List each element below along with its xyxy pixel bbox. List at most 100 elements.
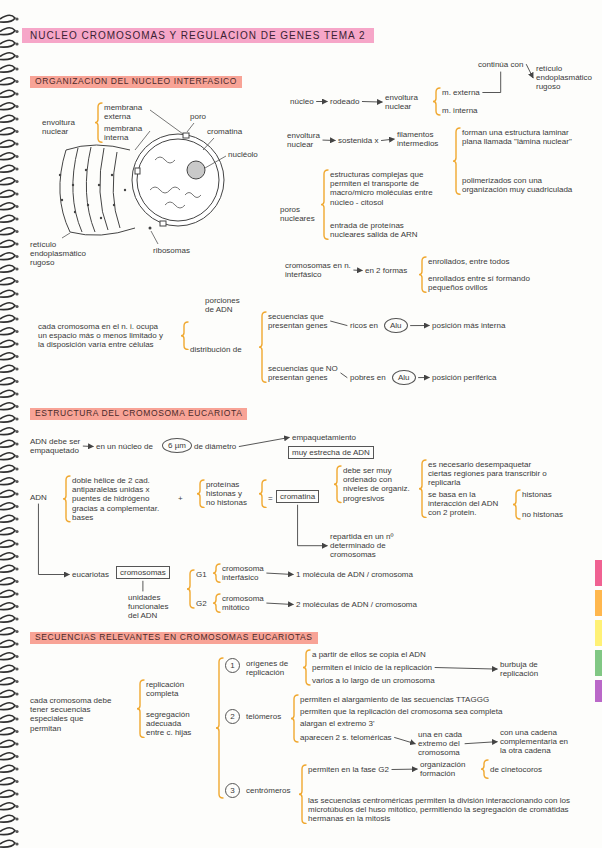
- spiral-loop: [0, 128, 15, 135]
- circled-value: 6 µm: [162, 438, 192, 453]
- spiral-loop: [0, 453, 15, 460]
- page-tab: [595, 650, 602, 676]
- curly-brace: [63, 476, 70, 522]
- spiral-loop: [0, 278, 15, 285]
- note-text: +: [178, 494, 183, 503]
- spiral-loop: [0, 653, 15, 660]
- arrow-line: [354, 270, 362, 271]
- spiral-loop: [0, 415, 15, 422]
- spiral-loop: [0, 565, 15, 572]
- binding-hole: [15, 67, 18, 70]
- node-text: 3: [226, 784, 239, 797]
- binding-hole: [15, 667, 18, 670]
- note-text: porciones de ADN: [205, 296, 245, 314]
- binding-hole: [15, 592, 18, 595]
- spiral-loop: [0, 303, 15, 310]
- arrow-line: [435, 668, 497, 670]
- note-text: posición periférica: [432, 373, 496, 382]
- spiral-loop: [0, 178, 15, 185]
- note-text: se basa en la interacción del ADN con 2 …: [428, 490, 508, 518]
- spiral-loop: [0, 140, 15, 147]
- arrow-line: [392, 769, 417, 770]
- note-text: unidades funcionales del ADN: [128, 593, 180, 621]
- page-tab: [595, 620, 602, 646]
- spiral-binding: [0, 15, 19, 847]
- note-text: posición más interna: [432, 321, 505, 330]
- spiral-loop: [0, 690, 15, 697]
- nuclear-pore: [160, 221, 166, 226]
- callout-number: 3: [225, 783, 240, 798]
- note-text: cada cromosoma en el n. i. ocupa un espa…: [38, 322, 168, 350]
- arrow-line: [483, 72, 501, 93]
- spiral-loop: [0, 340, 15, 347]
- page-tab: [595, 590, 602, 616]
- note-text: organización formación: [420, 760, 468, 778]
- spiral-loop: [0, 803, 15, 810]
- binding-hole: [15, 605, 18, 608]
- spiral-loop: [0, 403, 15, 410]
- arrow-line: [411, 325, 429, 326]
- spiral-loop: [0, 253, 15, 260]
- note-text: telómeros: [246, 712, 281, 721]
- note-text: de diámetro: [194, 442, 236, 451]
- binding-hole: [15, 530, 18, 533]
- binding-hole: [15, 567, 18, 570]
- er-membrane: [100, 148, 108, 230]
- binding-hole: [15, 380, 18, 383]
- marked-word: Alu: [392, 370, 416, 385]
- ribosomes: [59, 169, 152, 230]
- binding-hole: [15, 692, 18, 695]
- note-text: burbuja de replicación: [500, 660, 555, 678]
- page-tabs: [595, 560, 602, 702]
- arrow-line: [331, 321, 347, 325]
- spiral-loop: [0, 665, 15, 672]
- note-text: cada cromosoma debe tener secuencias esp…: [30, 696, 115, 733]
- nucleus-illustration: [59, 110, 226, 244]
- er-membrane: [73, 148, 82, 232]
- binding-hole: [15, 817, 18, 820]
- binding-hole: [15, 155, 18, 158]
- spiral-loop: [0, 715, 15, 722]
- note-text: centrómeros: [246, 786, 290, 795]
- spiral-loop: [0, 90, 15, 97]
- binding-hole: [15, 42, 18, 45]
- arrow-line: [142, 581, 143, 591]
- binding-hole: [15, 30, 18, 33]
- node-text: muy estrecha de ADN: [292, 448, 370, 457]
- spiral-loop: [0, 753, 15, 760]
- binding-hole: [15, 467, 18, 470]
- binding-hole: [15, 717, 18, 720]
- binding-hole: [15, 742, 18, 745]
- spiral-loop: [0, 815, 15, 822]
- curly-brace: [213, 564, 220, 582]
- binding-hole: [15, 205, 18, 208]
- spiral-loop: [0, 640, 15, 647]
- arrow-line: [239, 438, 289, 447]
- marked-word: Alu: [384, 318, 408, 333]
- binding-hole: [15, 17, 18, 20]
- spiral-loop: [0, 428, 15, 435]
- spiral-loop: [0, 203, 15, 210]
- note-text: forman una estructura laminar plana llam…: [462, 128, 574, 146]
- binding-hole: [15, 455, 18, 458]
- binding-hole: [15, 417, 18, 420]
- curly-brace: [513, 490, 520, 519]
- nuclear-pore: [183, 133, 189, 138]
- spiral-loop: [0, 703, 15, 710]
- node-text: 2: [226, 710, 239, 723]
- curly-brace: [213, 594, 220, 612]
- spiral-loop: [0, 15, 15, 22]
- spiral-loop: [0, 628, 15, 635]
- note-text: permiten el inicio de la replicación: [312, 663, 432, 672]
- spiral-loop: [0, 390, 15, 397]
- callout-number: 1: [225, 658, 240, 673]
- binding-hole: [15, 780, 18, 783]
- nucleus-outer-membrane: [132, 134, 224, 226]
- curly-brace: [216, 658, 223, 798]
- binding-hole: [15, 642, 18, 645]
- page-title: NUCLEO CROMOSOMAS Y REGULACION DE GENES …: [22, 28, 374, 43]
- binding-hole: [15, 655, 18, 658]
- note-text: cromosoma interfásico: [222, 564, 272, 582]
- arrow-line: [267, 573, 293, 574]
